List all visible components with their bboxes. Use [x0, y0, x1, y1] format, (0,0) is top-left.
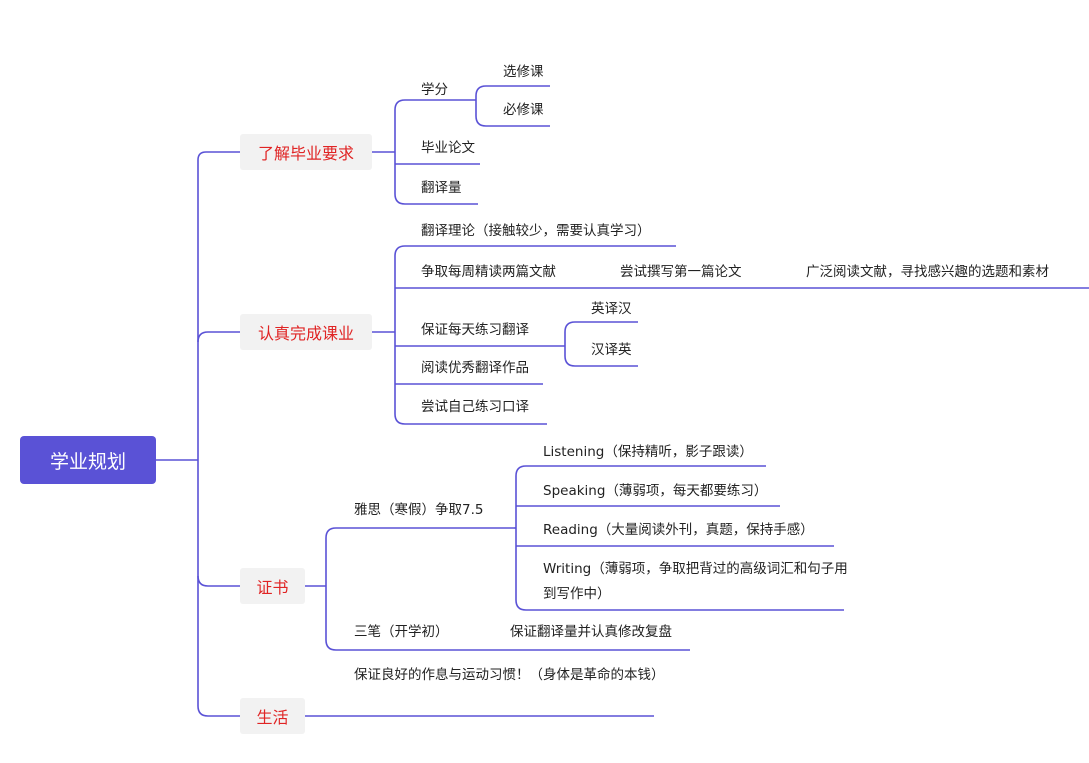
- topic-first-paper[interactable]: 尝试撰写第一篇论文: [620, 264, 742, 280]
- topic-translation-volume[interactable]: 翻译量: [421, 180, 462, 196]
- topic-ielts[interactable]: 雅思（寒假）争取7.5: [354, 502, 484, 518]
- branch-graduation-requirements[interactable]: 了解毕业要求: [240, 134, 372, 170]
- topic-listening[interactable]: Listening（保持精听，影子跟读）: [543, 444, 753, 460]
- topic-required-courses[interactable]: 必修课: [503, 102, 544, 118]
- topic-speaking[interactable]: Speaking（薄弱项，每天都要练习）: [543, 483, 768, 499]
- topic-translation-theory[interactable]: 翻译理论（接触较少，需要认真学习）: [421, 223, 651, 239]
- topic-weekly-reading[interactable]: 争取每周精读两篇文献: [421, 264, 556, 280]
- branch-life[interactable]: 生活: [240, 698, 305, 734]
- topic-thesis[interactable]: 毕业论文: [421, 140, 475, 156]
- topic-elective-courses[interactable]: 选修课: [503, 64, 544, 80]
- topic-zh-to-en[interactable]: 汉译英: [591, 342, 632, 358]
- topic-daily-translation[interactable]: 保证每天练习翻译: [421, 322, 529, 338]
- topic-writing[interactable]: Writing（薄弱项，争取把背过的高级词汇和句子用到写作中）: [543, 561, 848, 602]
- topic-healthy-habits[interactable]: 保证良好的作息与运动习惯！（身体是革命的本钱）: [354, 667, 665, 683]
- topic-interpreting-practice[interactable]: 尝试自己练习口译: [421, 399, 529, 415]
- topic-wide-reading[interactable]: 广泛阅读文献，寻找感兴趣的选题和素材: [806, 264, 1049, 280]
- root-topic[interactable]: 学业规划: [20, 436, 156, 484]
- topic-catti[interactable]: 三笔（开学初）: [354, 624, 449, 640]
- branch-certificates[interactable]: 证书: [240, 568, 305, 604]
- topic-read-translations[interactable]: 阅读优秀翻译作品: [421, 360, 529, 376]
- topic-en-to-zh[interactable]: 英译汉: [591, 301, 632, 317]
- branch-coursework[interactable]: 认真完成课业: [240, 314, 372, 350]
- topic-translation-review[interactable]: 保证翻译量并认真修改复盘: [510, 624, 672, 640]
- topic-credits[interactable]: 学分: [421, 82, 448, 98]
- topic-reading[interactable]: Reading（大量阅读外刊，真题，保持手感）: [543, 522, 814, 538]
